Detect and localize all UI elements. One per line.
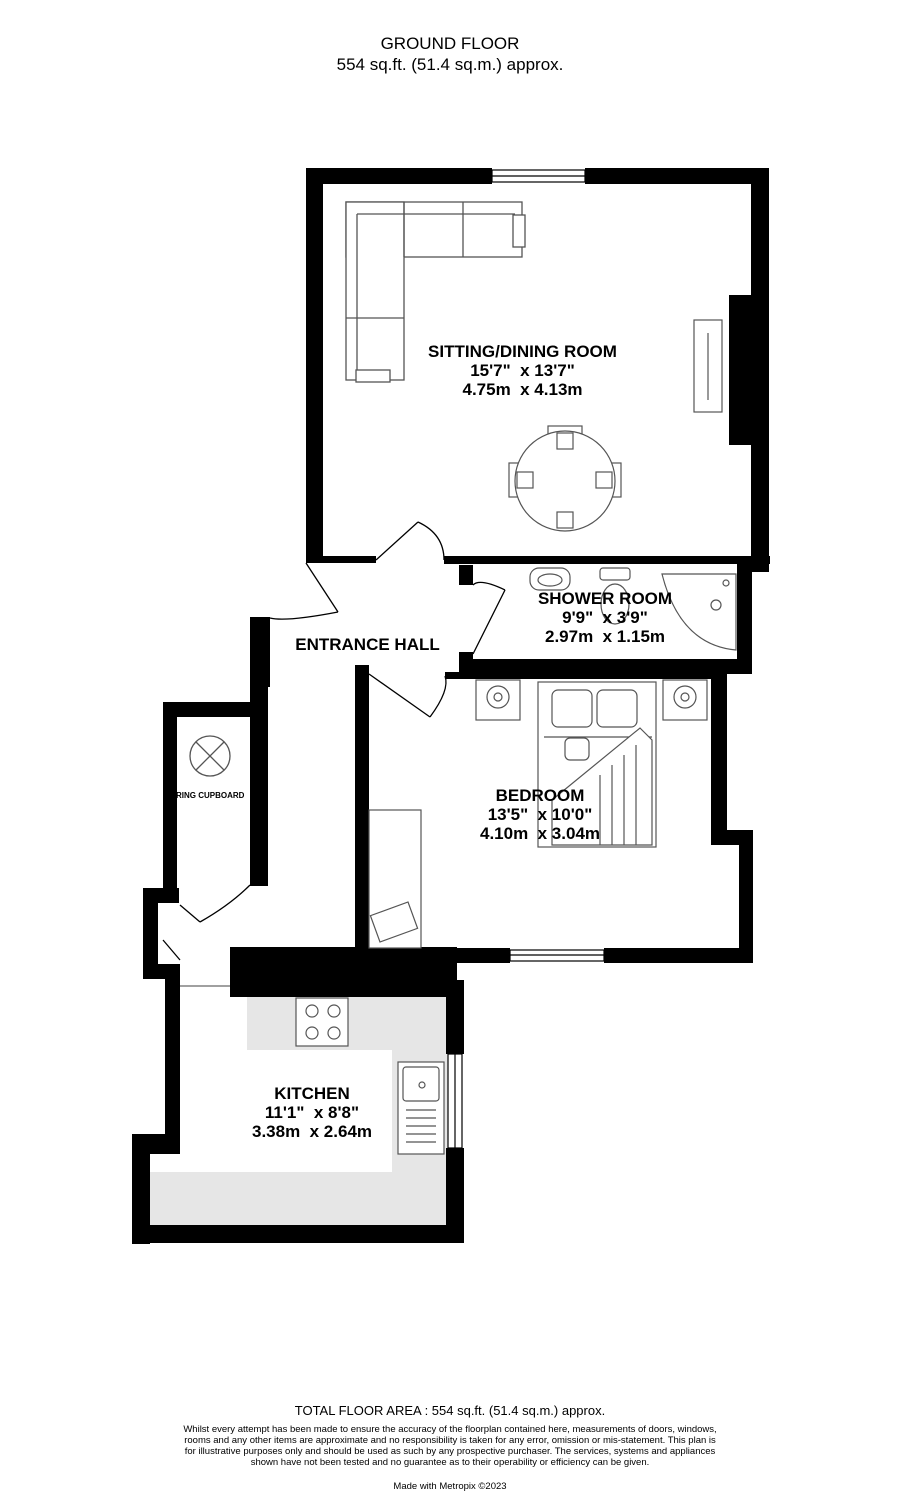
- total-floor-area: TOTAL FLOOR AREA : 554 sq.ft. (51.4 sq.m…: [294, 1403, 606, 1418]
- room-dimensions-metric: 4.75m x 4.13m: [462, 380, 583, 399]
- windows: [447, 169, 605, 1149]
- shower-room-label: SHOWER ROOM 9'9" x 3'9" 2.97m x 1.15m: [515, 589, 695, 646]
- walls: [132, 168, 770, 1244]
- kitchen-sink: [397, 1061, 445, 1155]
- room-dimensions-metric: 4.10m x 3.04m: [479, 824, 601, 843]
- airing-cupboard-label-clip: AIRING CUPBOARD: [177, 791, 250, 800]
- room-dimensions-imperial: 13'5" x 10'0": [487, 805, 593, 824]
- room-name: SITTING/DINING ROOM: [428, 342, 617, 361]
- bedroom-label: BEDROOM 13'5" x 10'0" 4.10m x 3.04m: [450, 786, 630, 843]
- disclaimer-text: Whilst every attempt has been made to en…: [183, 1424, 717, 1468]
- room-name: ENTRANCE HALL: [295, 635, 440, 654]
- room-dimensions-imperial: 9'9" x 3'9": [562, 608, 648, 627]
- sideboard: [693, 319, 723, 413]
- bedside-tables: [475, 679, 708, 721]
- double-bed: [537, 681, 657, 848]
- wardrobe: [368, 809, 422, 949]
- sofa: [345, 201, 526, 383]
- credit-text: Made with Metropix ©2023: [393, 1481, 507, 1492]
- room-dimensions-metric: 2.97m x 1.15m: [544, 627, 666, 646]
- room-dimensions-metric: 3.38m x 2.64m: [251, 1122, 373, 1141]
- boiler: [189, 735, 231, 777]
- entrance-hall-label: ENTRANCE HALL: [270, 635, 465, 654]
- room-name: KITCHEN: [274, 1084, 350, 1103]
- room-name: BEDROOM: [495, 786, 585, 805]
- room-dimensions-imperial: 15'7" x 13'7": [470, 361, 575, 380]
- airing-cupboard-label: AIRING CUPBOARD: [177, 791, 245, 800]
- floor-area: 554 sq.ft. (51.4 sq.m.) approx.: [336, 55, 564, 74]
- room-name: SHOWER ROOM: [537, 589, 673, 608]
- sitting-dining-room-label: SITTING/DINING ROOM 15'7" x 13'7" 4.75m …: [380, 342, 665, 399]
- bathroom-fixtures: [529, 567, 737, 651]
- hob: [295, 997, 349, 1047]
- dining-table: [508, 425, 622, 532]
- floor-title: GROUND FLOOR: [380, 34, 520, 53]
- room-dimensions-imperial: 11'1" x 8'8": [264, 1103, 360, 1122]
- kitchen-label: KITCHEN 11'1" x 8'8" 3.38m x 2.64m: [222, 1084, 402, 1141]
- doors: [162, 521, 506, 987]
